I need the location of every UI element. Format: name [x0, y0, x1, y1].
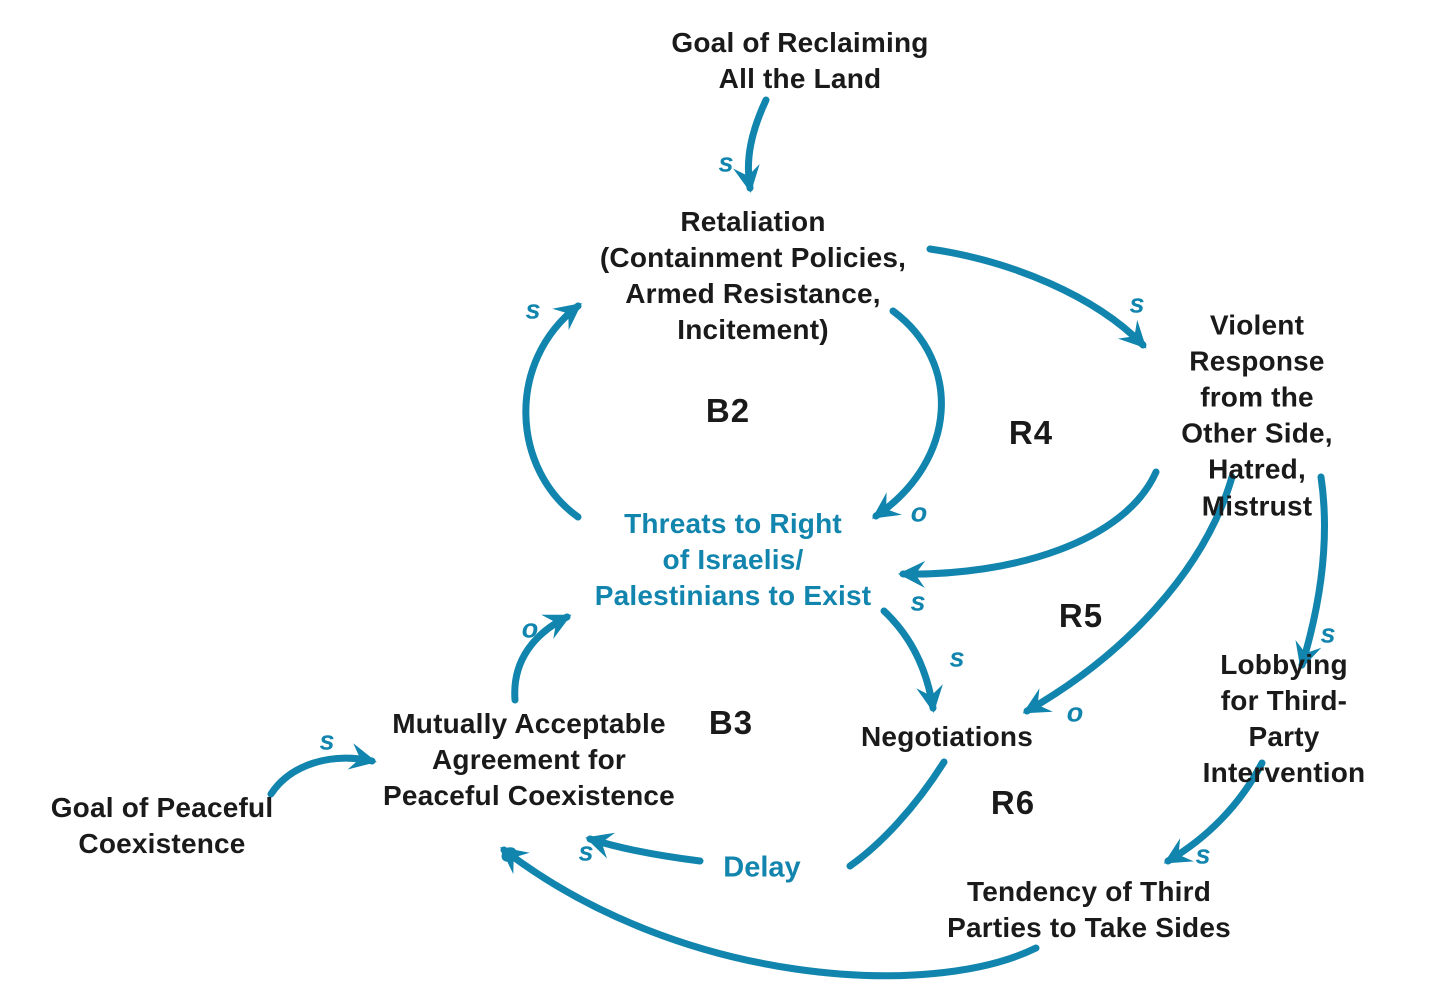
arrow-agreement-to-threats: [511, 613, 572, 704]
arrow-threats-to-negotiations: [880, 607, 943, 713]
arrow-goal-peace-to-agreement: [267, 743, 377, 798]
loop-label-r5: R5: [1058, 597, 1104, 634]
node-goal-peaceful: Goal of Peaceful Coexistence: [50, 791, 274, 859]
loop-label-b2: B2: [705, 392, 751, 429]
arrow-violent-response-to-lobbying: [1295, 473, 1328, 670]
delay-annotation: Delay: [723, 851, 801, 884]
arrow-delay-to-agreement: [585, 832, 704, 865]
node-negotiations: Negotiations: [861, 720, 1033, 752]
polarity-s-threats-retaliation: s: [525, 294, 541, 325]
arrow-threats-to-retaliation: [522, 302, 582, 521]
node-retaliation: Retaliation (Containment Policies, Armed…: [599, 205, 907, 346]
loop-label-r6: R6: [990, 784, 1036, 821]
node-threats-to-exist: Threats to Right of Israelis/ Palestinia…: [594, 507, 872, 612]
polarity-s-negotiations-agreement: s: [578, 836, 594, 867]
polarity-s-lobbying-tendency: s: [1195, 839, 1211, 870]
polarity-s-retaliation-violent: s: [1129, 288, 1145, 319]
arrow-negotiations-to-delay: [846, 758, 948, 870]
arrow-tendency-to-agreement: [500, 846, 1040, 980]
node-tendency: Tendency of Third Parties to Take Sides: [947, 875, 1231, 943]
polarity-s-threats-negotiations: s: [949, 642, 965, 673]
polarity-s-violent-threats: s: [910, 586, 926, 617]
arrow-goal-reclaim-to-retaliation: [733, 96, 770, 193]
arrow-violent-response-to-threats: [898, 468, 1160, 588]
polarity-o-tendency-agreement: o: [500, 837, 518, 868]
node-agreement: Mutually Acceptable Agreement for Peacef…: [383, 707, 675, 812]
node-goal-reclaiming: Goal of Reclaiming All the Land: [671, 26, 929, 94]
polarity-o-agreement-threats: o: [521, 613, 539, 644]
loop-label-r4: R4: [1008, 414, 1054, 451]
polarity-s-violent-lobbying: s: [1320, 618, 1336, 649]
node-violent-response: Violent Response from the Other Side, Ha…: [1181, 309, 1333, 522]
arrow-lobbying-to-tendency: [1163, 759, 1266, 865]
arrow-retaliation-to-violent-response: [926, 245, 1147, 349]
polarity-o-violent-negotiations: o: [1066, 697, 1084, 728]
arrow-violent-response-to-negotiations: [1022, 473, 1236, 715]
loop-label-b3: B3: [708, 704, 754, 741]
node-lobbying: Lobbying for Third- Party Intervention: [1202, 648, 1366, 789]
polarity-s-goal-retaliation: s: [718, 147, 734, 178]
arrow-retaliation-to-threats: [871, 307, 945, 520]
polarity-o-retaliation-threats: o: [910, 497, 928, 528]
polarity-s-goalpeace-agreement: s: [319, 725, 335, 756]
